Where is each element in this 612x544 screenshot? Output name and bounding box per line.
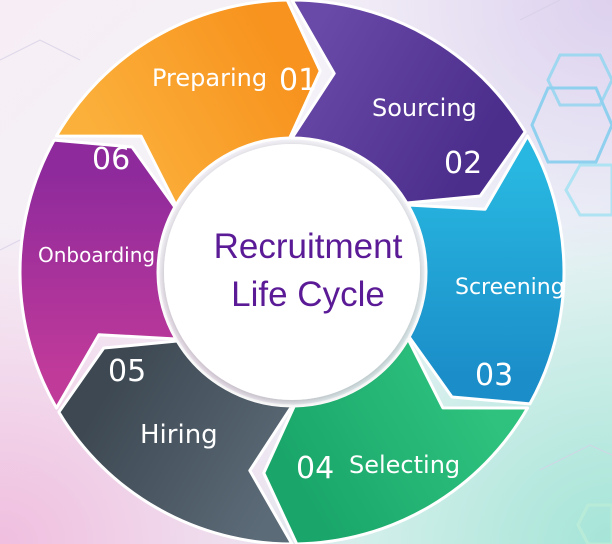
stage-number-06: 06 xyxy=(92,142,130,177)
stage-number-04: 04 xyxy=(296,451,334,486)
stage-6: 06 Onboarding xyxy=(38,142,155,267)
cycle-segment-onboarding xyxy=(18,138,178,410)
decorative-hexagons xyxy=(530,53,612,544)
center-title-line1: Recruitment xyxy=(214,227,403,266)
stage-label-preparing: Preparing xyxy=(152,64,267,92)
stage-label-hiring: Hiring xyxy=(140,420,218,450)
stage-number-03: 03 xyxy=(475,358,513,393)
stage-2: Sourcing 02 xyxy=(372,94,482,181)
stage-number-05: 05 xyxy=(108,354,146,389)
cycle-segment-screening xyxy=(406,134,566,406)
stage-3: Screening 03 xyxy=(455,275,565,393)
decorative-lines xyxy=(0,0,612,471)
cycle-segment-hiring xyxy=(57,339,294,544)
stage-number-02: 02 xyxy=(444,146,482,181)
cycle-segments xyxy=(18,0,566,544)
stage-number-01: 01 xyxy=(279,63,317,98)
stage-4: 04 Selecting xyxy=(296,451,460,486)
stage-label-screening: Screening xyxy=(455,275,565,300)
stage-5: 05 Hiring xyxy=(108,354,218,450)
center-circle xyxy=(164,144,420,400)
stage-label-onboarding: Onboarding xyxy=(38,243,155,267)
stage-label-selecting: Selecting xyxy=(349,451,460,479)
hexagon-decoration xyxy=(564,163,612,217)
hexagon-decoration xyxy=(546,53,612,107)
stage-1: Preparing 01 xyxy=(152,63,317,98)
stage-label-sourcing: Sourcing xyxy=(372,94,477,122)
hexagon-decoration xyxy=(576,503,612,544)
cycle-segment-sourcing xyxy=(290,0,527,205)
cycle-segment-preparing xyxy=(54,0,322,207)
center-title-line2: Life Cycle xyxy=(231,275,385,314)
hexagon-decoration xyxy=(530,86,612,164)
